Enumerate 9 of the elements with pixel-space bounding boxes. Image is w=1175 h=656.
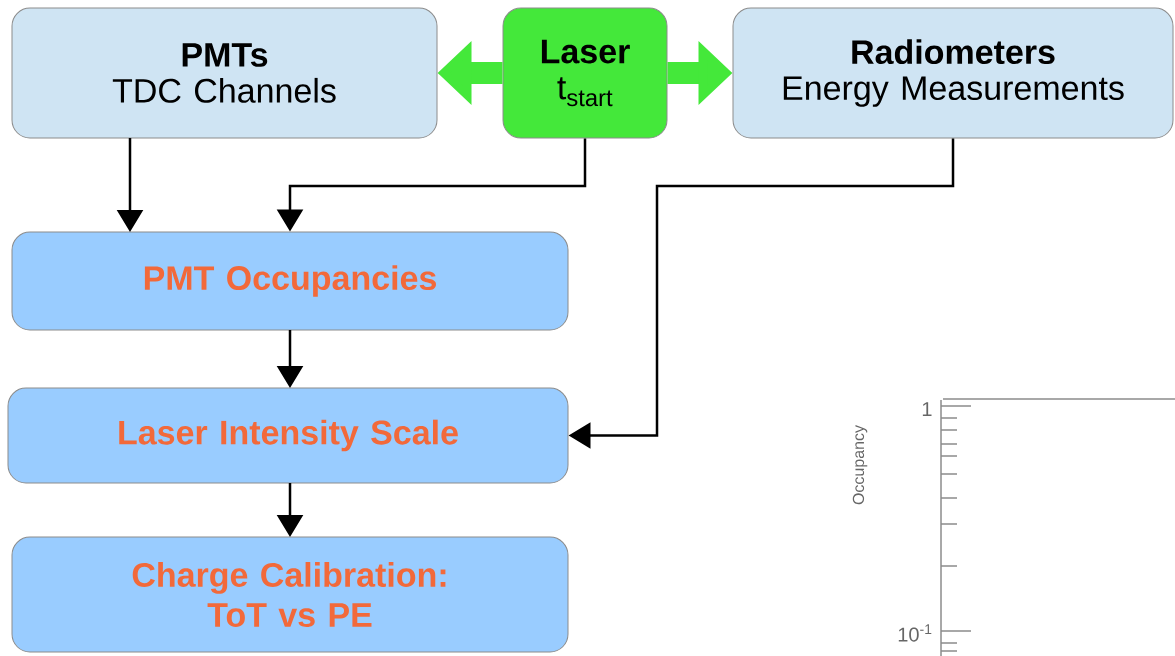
process-box: Charge Calibration: ToT vs PE xyxy=(11,536,569,653)
tick-label: 1 xyxy=(922,402,932,416)
source-box: PMTs TDC Channels xyxy=(11,7,438,139)
process-box: Laser Intensity Scale xyxy=(7,387,569,484)
source-box: Radiometers Energy Measurements xyxy=(732,7,1174,139)
axis-label: Occupancy xyxy=(852,425,868,505)
tick-label: 10$^{-1}$ xyxy=(898,624,932,642)
source-box: Laser t$_{start}$ xyxy=(502,7,668,139)
process-box: PMT Occupancies xyxy=(11,231,569,331)
